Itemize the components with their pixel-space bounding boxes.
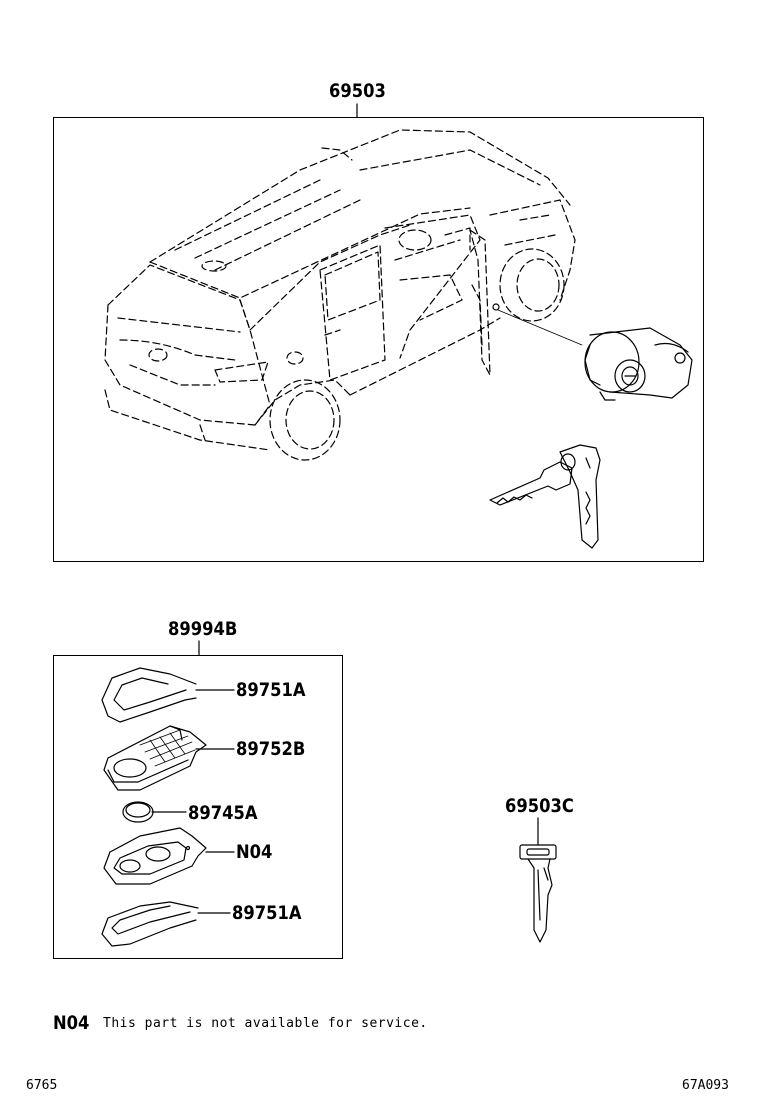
label-89752B[interactable]: 89752B	[236, 738, 306, 760]
box-lock-assembly	[53, 117, 704, 562]
remote-housing[interactable]	[103, 827, 207, 885]
label-89745A[interactable]: 89745A	[188, 802, 258, 824]
key-blank-69503C[interactable]	[519, 844, 557, 943]
label-89751A-bottom[interactable]: 89751A	[232, 902, 302, 924]
label-N04[interactable]: N04	[236, 841, 273, 863]
label-69503C[interactable]: 69503C	[505, 795, 574, 817]
remote-cover-bottom[interactable]	[101, 901, 199, 947]
ignition-keys[interactable]	[489, 444, 601, 549]
footer-left-code: 6765	[26, 1078, 58, 1093]
lock-callout-line	[497, 309, 583, 346]
note-text: This part is not available for service.	[103, 1016, 428, 1031]
remote-case[interactable]	[103, 725, 207, 791]
remote-cover-top[interactable]	[101, 667, 197, 723]
remote-battery[interactable]	[122, 801, 154, 823]
box-remote-assembly	[53, 655, 343, 959]
label-69503[interactable]: 69503	[329, 80, 386, 102]
door-lock-location-marker	[492, 303, 500, 311]
note-code: N04	[53, 1012, 90, 1034]
door-lock-cylinder[interactable]	[584, 327, 693, 401]
label-89751A-top[interactable]: 89751A	[236, 679, 306, 701]
vehicle-drawing	[104, 129, 576, 461]
footer-right-code: 67A093	[682, 1078, 729, 1093]
label-89994B[interactable]: 89994B	[168, 618, 238, 640]
